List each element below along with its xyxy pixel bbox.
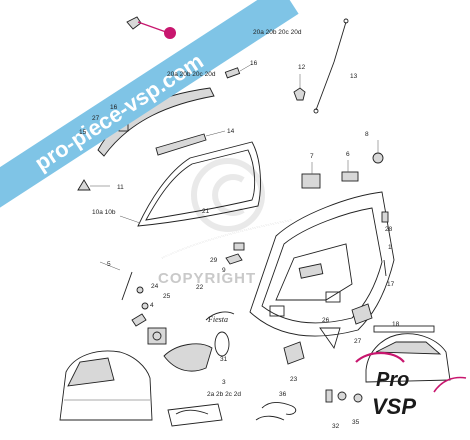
part-gas-strut bbox=[313, 18, 349, 114]
promo-banner-bg bbox=[0, 0, 299, 210]
part-32 bbox=[325, 389, 333, 403]
label-8: 8 bbox=[365, 131, 369, 138]
logo-line2: VSP bbox=[372, 394, 416, 419]
label-17: 17 bbox=[387, 281, 395, 288]
svg-text:Fiesta: Fiesta bbox=[207, 315, 228, 324]
label-26: 26 bbox=[322, 317, 330, 324]
label-9: 9 bbox=[222, 267, 226, 274]
part-35 bbox=[353, 393, 363, 403]
part-8 bbox=[372, 140, 384, 164]
part-9 bbox=[225, 253, 243, 265]
part-bracket-19 bbox=[126, 16, 176, 39]
label-11: 11 bbox=[117, 184, 124, 191]
label-29: 29 bbox=[210, 257, 218, 264]
part-29 bbox=[233, 242, 245, 251]
label-20-mid: 20a 20b 20c 20d bbox=[167, 71, 216, 78]
part-clip-12 bbox=[293, 74, 306, 101]
label-23: 23 bbox=[290, 376, 298, 383]
label-36: 36 bbox=[279, 391, 287, 398]
label-28: 28 bbox=[385, 226, 393, 233]
part-17 bbox=[383, 259, 387, 277]
part-tailgate-panel bbox=[249, 191, 395, 337]
label-2abcd: 2a 2b 2c 2d bbox=[207, 391, 241, 398]
label-14: 14 bbox=[227, 128, 235, 135]
part-11 bbox=[77, 179, 110, 191]
part-31 bbox=[214, 331, 230, 357]
part-24 bbox=[136, 286, 144, 294]
car-outline-rear bbox=[59, 350, 153, 421]
copyright-text: COPYRIGHT bbox=[158, 270, 256, 287]
label-4: 4 bbox=[150, 302, 154, 309]
part-seal-21 bbox=[161, 219, 293, 259]
part-4-handle bbox=[131, 313, 147, 327]
label-12: 12 bbox=[298, 64, 306, 71]
label-13: 13 bbox=[350, 73, 358, 80]
part-7 bbox=[301, 162, 321, 189]
callout-circle bbox=[164, 27, 176, 39]
label-25: 25 bbox=[163, 293, 171, 300]
part-2-lock bbox=[147, 327, 167, 345]
label-27b: 27 bbox=[354, 338, 362, 345]
part-5 bbox=[99, 261, 133, 301]
label-15: 15 bbox=[79, 129, 87, 136]
part-28 bbox=[381, 211, 389, 223]
part-25 bbox=[141, 302, 149, 310]
label-16b: 16 bbox=[110, 104, 118, 111]
part-23 bbox=[283, 341, 305, 365]
part-6 bbox=[341, 160, 359, 182]
part-26 bbox=[319, 327, 341, 350]
label-24: 24 bbox=[151, 283, 159, 290]
copyright-watermark bbox=[191, 158, 265, 232]
logo-line1: Pro bbox=[376, 369, 409, 391]
label-20-top: 20a 20b 20c 20d bbox=[253, 29, 302, 36]
label-35: 35 bbox=[352, 419, 360, 426]
part-36-harness bbox=[255, 402, 297, 421]
label-22: 22 bbox=[196, 284, 204, 291]
part-3-handle bbox=[163, 343, 213, 372]
label-21: 21 bbox=[202, 208, 210, 215]
label-32: 32 bbox=[332, 423, 340, 430]
promo-banner-text: pro-piece-vsp.com bbox=[30, 48, 208, 176]
label-27: 27 bbox=[92, 115, 100, 122]
car-outline-front bbox=[365, 325, 451, 383]
part-rear-window bbox=[119, 141, 261, 227]
label-6: 6 bbox=[346, 151, 350, 158]
label-5: 5 bbox=[107, 261, 111, 268]
part-22-badge: Fiesta bbox=[205, 311, 235, 324]
brand-logo: Pro VSP bbox=[355, 351, 467, 419]
part-2abcd bbox=[167, 403, 223, 427]
label-7: 7 bbox=[310, 153, 314, 160]
part-33 bbox=[337, 391, 347, 401]
label-18: 18 bbox=[392, 321, 400, 328]
label-3: 3 bbox=[222, 379, 226, 386]
part-reflector-left bbox=[351, 303, 373, 325]
part-hinge-20-mid bbox=[224, 63, 253, 79]
label-10: 10a 10b bbox=[92, 209, 116, 216]
label-16: 16 bbox=[250, 60, 258, 67]
label-31: 31 bbox=[220, 356, 228, 363]
label-1: 1 bbox=[388, 244, 392, 251]
part-brake-light bbox=[155, 130, 226, 156]
